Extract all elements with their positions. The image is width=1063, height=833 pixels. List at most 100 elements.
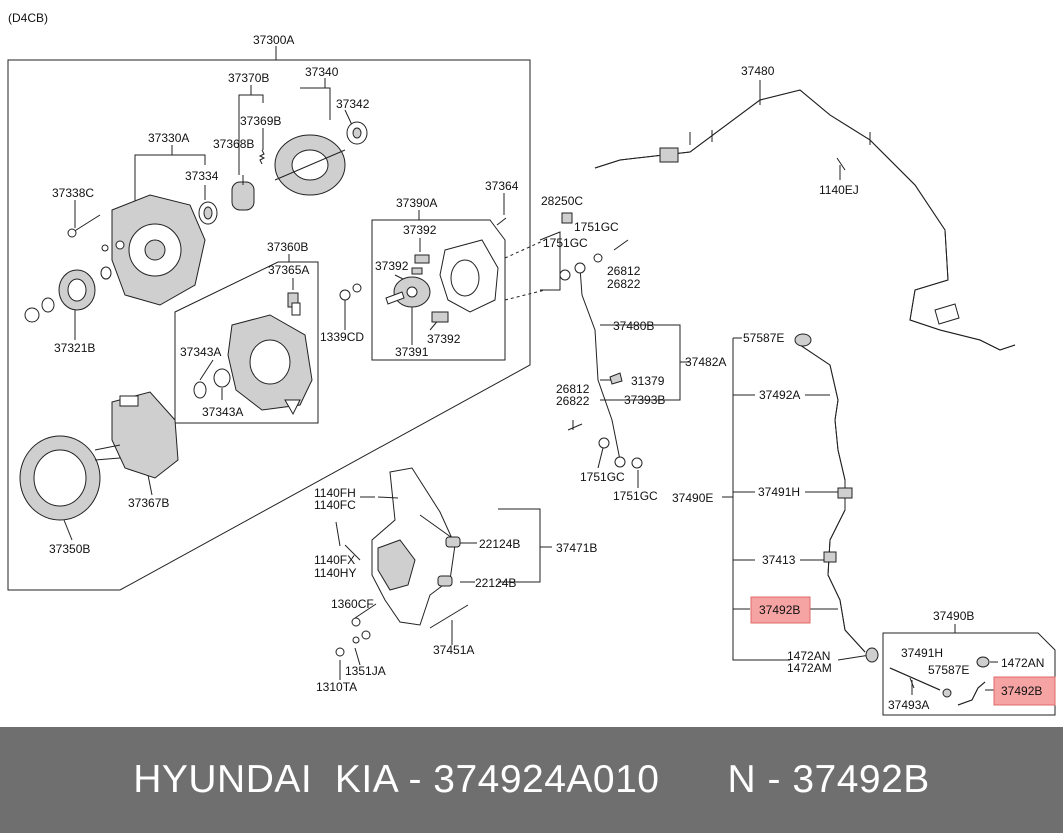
part-label: 37342	[336, 97, 370, 111]
banner-spacer	[659, 758, 727, 802]
part-label: 1140FH	[314, 486, 356, 500]
part-number-banner: HYUNDAI KIA - 374924A010 N - 37492B	[0, 727, 1063, 833]
part-label: 37471B	[556, 541, 597, 555]
part-label: 1140HY	[314, 566, 356, 580]
bolt-icon	[496, 217, 507, 226]
sleeve-icon	[445, 536, 461, 548]
part-label: 1140FX	[314, 553, 355, 567]
part-label: 37492B	[759, 603, 800, 617]
washer-icon	[593, 253, 603, 263]
part-label: 37321B	[54, 341, 95, 355]
engine-code: (D4CB)	[8, 11, 48, 25]
front-housing-icon	[111, 194, 206, 306]
hose-clamp-icon	[865, 647, 879, 663]
part-label: 37451A	[433, 643, 474, 657]
spring-icon	[258, 149, 266, 165]
stator-icon	[19, 435, 121, 521]
bolt-icon	[613, 239, 629, 251]
part-label: 37300A	[253, 33, 294, 47]
bolt-icon	[377, 496, 399, 499]
washer-icon	[631, 457, 643, 469]
clip-icon	[609, 372, 623, 385]
part-label: 1751GC	[613, 489, 658, 503]
part-label: 37413	[762, 553, 796, 567]
rotor-icon	[274, 134, 346, 196]
part-label: 37368B	[213, 137, 254, 151]
brush-icon	[287, 292, 301, 316]
eye-fitting-icon	[574, 262, 586, 274]
hose-clamp-icon	[794, 333, 812, 347]
rear-bearing-icon	[346, 121, 368, 145]
part-label: 1140EJ	[819, 183, 859, 197]
bracket-frame	[539, 231, 561, 291]
bolt-icon	[567, 423, 583, 431]
parts-diagram: (D4CB) 37300A 37370B 37340 37342 37369B …	[7, 11, 1056, 716]
ring-icon	[213, 368, 231, 388]
ring-icon	[193, 381, 207, 399]
dashed-link	[504, 239, 546, 259]
connector-icon	[823, 551, 837, 563]
part-label: 31379	[631, 374, 665, 388]
eye-fitting-icon	[614, 456, 626, 468]
rear-housing-icon	[227, 314, 313, 416]
washer-icon	[351, 617, 361, 627]
part-label: 1351JA	[345, 664, 386, 678]
vacuum-line-icon	[579, 267, 621, 461]
part-label: 37369B	[240, 114, 281, 128]
part-label: 22124B	[475, 576, 516, 590]
part-label: 1751GC	[580, 470, 625, 484]
part-label: 28250C	[541, 194, 583, 208]
part-label: 37391	[395, 345, 429, 359]
bolt-icon	[561, 212, 573, 224]
part-label: 37493A	[888, 698, 929, 712]
washer-icon	[559, 269, 571, 281]
hose-clamp-icon	[942, 688, 952, 698]
part-label: 37390A	[396, 196, 437, 210]
part-label: 37492A	[759, 388, 800, 402]
bolt-icon	[67, 214, 101, 238]
brand-part-number: HYUNDAI KIA - 374924A010	[133, 758, 660, 801]
pipe-sleeve-icon	[659, 147, 679, 163]
part-label: 1472AM	[787, 661, 832, 675]
part-label: 1339CD	[320, 330, 364, 344]
part-label: 1751GC	[543, 236, 588, 250]
nut-icon	[335, 647, 345, 657]
washer-icon	[361, 630, 371, 640]
part-label: 37367B	[128, 496, 169, 510]
part-label: 26812	[607, 264, 641, 278]
part-label: 37392	[427, 332, 461, 346]
connector-icon	[837, 487, 853, 499]
rectifier-icon	[111, 391, 179, 479]
part-label: 37364	[485, 179, 519, 193]
part-label: 37491H	[758, 485, 800, 499]
part-label: 1751GC	[574, 220, 619, 234]
part-label: 37340	[305, 65, 339, 79]
part-label: 37393B	[624, 393, 665, 407]
part-label: 26822	[556, 394, 590, 408]
part-label: 1360CF	[331, 597, 374, 611]
part-label: 37480	[741, 64, 775, 78]
bearing-icon	[198, 201, 218, 225]
alternator-bracket-icon	[371, 467, 456, 626]
part-label: 57587E	[928, 663, 969, 677]
slip-ring-icon	[231, 175, 255, 211]
part-label: 37492B	[1001, 684, 1042, 698]
highlight-box	[993, 676, 1056, 706]
part-label: 1310TA	[316, 680, 357, 694]
highlight-box	[750, 596, 811, 624]
part-label: 37392	[403, 223, 437, 237]
screw-icon	[101, 244, 109, 252]
part-label: 57587E	[743, 331, 784, 345]
part-label: 37360B	[267, 240, 308, 254]
part-label: 37338C	[52, 186, 94, 200]
pulley-icon	[24, 266, 112, 323]
part-label: 22124B	[479, 537, 520, 551]
part-label: 37490E	[672, 491, 713, 505]
part-label: 37343A	[202, 405, 243, 419]
part-label: 37365A	[268, 263, 309, 277]
part-label: 1472AN	[787, 649, 830, 663]
bolt-icon	[335, 521, 341, 547]
bolt-icon	[429, 604, 469, 629]
part-label: 37350B	[49, 542, 90, 556]
part-label: 1472AN	[1001, 656, 1044, 670]
